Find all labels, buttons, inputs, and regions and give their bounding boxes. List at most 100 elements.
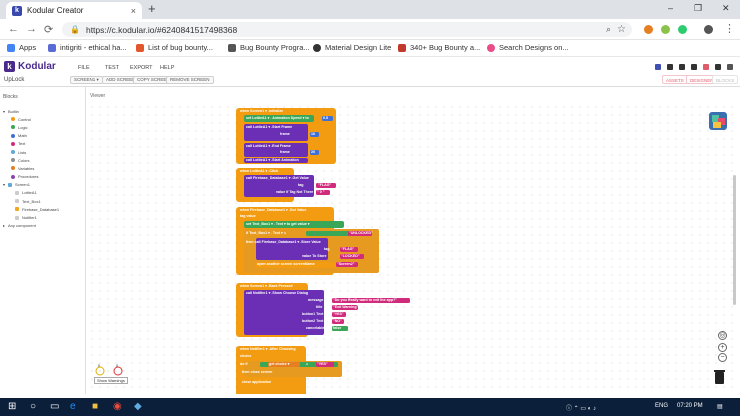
toolbar-icon[interactable] <box>703 64 709 70</box>
remove-screen-button[interactable]: REMOVE SCREEN <box>166 76 214 84</box>
account-icon[interactable] <box>727 64 733 70</box>
text-block[interactable] <box>332 312 346 317</box>
assets-button[interactable]: ASSETS <box>662 75 688 84</box>
event-block-screen-initialize[interactable]: when Screen1 ▾ .Initialize set LottieA1 … <box>236 108 336 164</box>
text-block[interactable] <box>340 254 364 259</box>
workspace-scrollbar[interactable] <box>733 175 736 305</box>
screen-select[interactable]: SCREEN1 ▾ <box>70 76 103 84</box>
extension-icon[interactable] <box>678 25 687 34</box>
menu-kebab-icon[interactable]: ⋮ <box>724 23 735 35</box>
open-screen-block[interactable] <box>256 262 336 268</box>
bookmark-item[interactable]: 340+ Bug Bounty a... <box>398 43 480 52</box>
tree-item-lists[interactable]: Lists <box>3 148 59 156</box>
bookmark-item[interactable]: List of bug bounty... <box>136 43 213 52</box>
notifications-icon[interactable]: ▤ <box>717 404 723 410</box>
tree-item-component[interactable]: Notifier1 <box>3 213 59 221</box>
tree-item-control[interactable]: Control <box>3 115 59 123</box>
text-block[interactable] <box>348 231 372 236</box>
text-block[interactable] <box>336 262 358 267</box>
back-icon[interactable]: ← <box>8 23 19 35</box>
text-block[interactable] <box>316 362 334 367</box>
extension-icon[interactable] <box>661 25 670 34</box>
toolbar-icon[interactable] <box>715 64 721 70</box>
call-store-value-block[interactable] <box>256 238 328 260</box>
blocks-workspace[interactable]: when Screen1 ▾ .Initialize set LottieA1 … <box>88 103 738 394</box>
zoom-out-icon[interactable]: − <box>718 353 727 362</box>
close-window-button[interactable]: ✕ <box>722 3 730 13</box>
toolbar-icon[interactable] <box>667 64 673 70</box>
extension-icon[interactable] <box>644 25 653 34</box>
compare-block[interactable] <box>306 231 366 236</box>
bookmark-item[interactable]: Material Design Lite <box>313 43 391 52</box>
language-indicator[interactable]: ENG <box>655 403 669 409</box>
tree-item-math[interactable]: Math <box>3 132 59 140</box>
number-block[interactable] <box>322 116 333 121</box>
call-block[interactable] <box>244 143 308 157</box>
text-block[interactable] <box>340 247 358 252</box>
new-tab-button[interactable]: + <box>148 1 156 16</box>
bookmark-item[interactable]: Search Designs on... <box>487 43 569 52</box>
profile-avatar-icon[interactable] <box>704 25 713 34</box>
bookmark-item[interactable]: intigriti - ethical ha... <box>48 43 127 52</box>
backpack-icon[interactable] <box>706 109 730 133</box>
task-view-icon[interactable]: ▭ <box>50 401 60 412</box>
number-block[interactable] <box>310 150 319 155</box>
url-text[interactable]: https://c.kodular.io/#6240841517498368 <box>85 24 238 35</box>
trash-icon[interactable] <box>713 368 726 384</box>
tree-item-screen[interactable]: ▾Screen1 <box>3 181 59 189</box>
search-icon[interactable]: ○ <box>30 401 37 412</box>
event-block-lottie-click[interactable]: when LottieA1 ▾ .Click call Firebase_Dat… <box>236 168 336 202</box>
event-block-after-choosing[interactable]: when Notifier1 ▾ .After Choosing choice … <box>236 346 342 394</box>
tree-item-colors[interactable]: Colors <box>3 156 59 164</box>
number-block[interactable] <box>310 132 319 137</box>
bookmark-star-icon[interactable]: ☆ <box>617 24 626 35</box>
file-explorer-icon[interactable]: ■ <box>92 401 99 412</box>
menu-test[interactable]: TEST <box>105 65 120 71</box>
get-variable-block[interactable] <box>268 362 300 367</box>
bookmark-item[interactable]: Bug Bounty Progra... <box>228 43 310 52</box>
reload-icon[interactable]: ⟳ <box>44 24 54 36</box>
set-block[interactable] <box>244 115 314 122</box>
visual-studio-icon[interactable]: ◆ <box>134 401 142 412</box>
tree-item-component[interactable]: Text_Box1 <box>3 197 59 205</box>
call-block[interactable] <box>244 158 308 163</box>
tray-icons[interactable]: ⓘ ⌃ ▭ ◐ ♪ <box>566 406 596 412</box>
forward-icon[interactable]: → <box>26 23 37 35</box>
kodular-logo[interactable]: k Kodular <box>4 61 56 72</box>
windows-start-icon[interactable]: ⊞ <box>8 401 17 412</box>
menu-export[interactable]: EXPORT <box>130 65 153 71</box>
blocks-button[interactable]: BLOCKS <box>712 75 739 84</box>
tree-item-any-component[interactable]: ▸Any component <box>3 222 59 230</box>
tree-item-variables[interactable]: Variables <box>3 164 59 172</box>
search-icon[interactable]: ⌕ <box>605 24 612 34</box>
tree-item-logic[interactable]: Logic <box>3 123 59 131</box>
tree-item-component[interactable]: Firebase_Database1 <box>3 205 59 213</box>
tree-item-text[interactable]: Text <box>3 140 59 148</box>
menu-help[interactable]: HELP <box>160 65 175 71</box>
toolbar-icon[interactable] <box>655 64 661 70</box>
chrome-icon[interactable]: ◉ <box>113 401 122 412</box>
tree-item[interactable]: ▾Builtin <box>3 107 59 115</box>
minimize-button[interactable]: – <box>668 3 674 13</box>
text-block[interactable] <box>316 183 336 188</box>
call-block[interactable] <box>244 124 308 141</box>
bookmark-apps[interactable]: Apps <box>7 43 36 52</box>
address-bar[interactable]: 🔒 https://c.kodular.io/#6240841517498368… <box>62 22 632 37</box>
clock[interactable]: 07:20 PM <box>677 403 703 409</box>
boolean-block[interactable] <box>332 326 348 331</box>
tree-item-component[interactable]: LottieA1 <box>3 189 59 197</box>
toolbar-icon[interactable] <box>691 64 697 70</box>
event-block-back-pressed[interactable]: when Screen1 ▾ .Back Pressed call Notifi… <box>236 283 410 337</box>
text-block[interactable] <box>332 305 358 310</box>
call-choose-dialog-block[interactable] <box>244 290 324 335</box>
text-block[interactable] <box>316 190 330 195</box>
zoom-in-icon[interactable]: + <box>718 343 727 352</box>
edge-icon[interactable]: e <box>70 401 76 412</box>
show-warnings-button[interactable]: Show Warnings <box>94 377 128 384</box>
menu-file[interactable]: FILE <box>78 65 90 71</box>
recenter-icon[interactable]: ◎ <box>718 331 727 340</box>
tree-item-procedures[interactable]: Procedures <box>3 173 59 181</box>
text-block[interactable] <box>332 298 410 303</box>
set-textbox-block[interactable] <box>244 221 344 228</box>
toolbar-icon[interactable] <box>679 64 685 70</box>
